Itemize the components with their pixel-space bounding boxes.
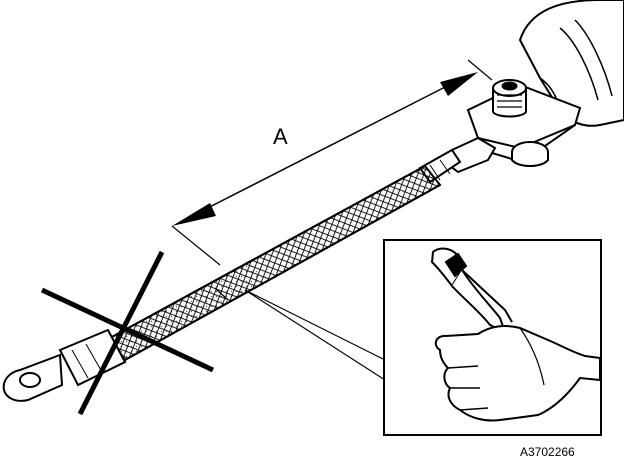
inset-leader-lines [244, 289, 386, 381]
ring-terminal-bottom [2, 353, 64, 402]
dimension-label-a: A [273, 124, 288, 149]
figure-id: A3702266 [520, 445, 575, 459]
hand [434, 325, 601, 422]
nut [511, 141, 549, 167]
bolt [492, 79, 527, 118]
braided-ground-strap [108, 164, 442, 362]
crimp-sleeve-bottom [58, 328, 127, 387]
dimension-arrow-a [172, 72, 478, 226]
cross-out-icon [40, 250, 215, 416]
dimension-extension-lines [171, 59, 493, 266]
